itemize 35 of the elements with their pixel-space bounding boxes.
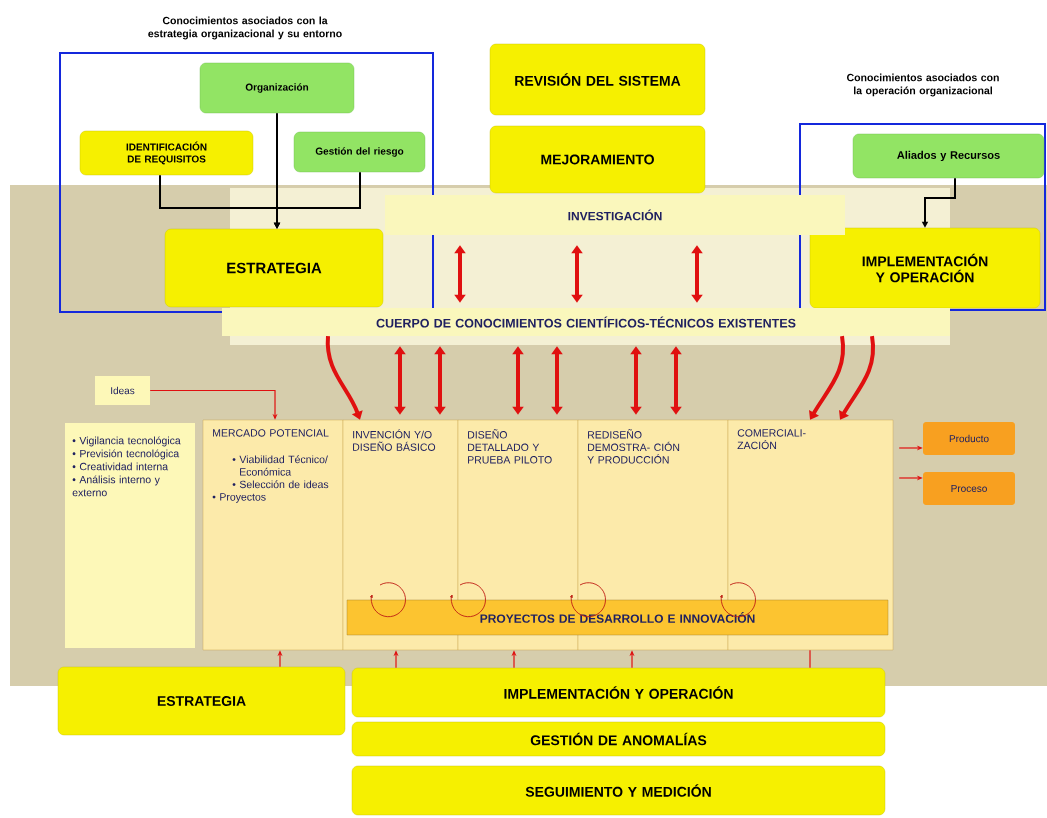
double-arrow (670, 346, 682, 415)
list-box: • Vigilancia tecnológica • Previsión tecnológica • Creatividad interna • Análisis interno y externo (65, 423, 195, 648)
process-box: GESTIÓN DE ANOMALÍAS (351, 721, 886, 757)
band: CUERPO DE CONOCIMIENTOS CIENTÍFICOS-TÉCNICOS EXISTENTES (222, 308, 950, 336)
double-arrow (434, 346, 446, 415)
double-arrow (691, 245, 703, 303)
process-box: ESTRATEGIA (57, 666, 346, 736)
process-column: MERCADO POTENCIAL • Viabilidad Técnico/ Económica • Selección de ideas • Proyectos (202, 419, 344, 651)
process-box: IDENTIFICACIÓN DE REQUISITOS (79, 130, 254, 176)
band: INVESTIGACIÓN (385, 195, 845, 235)
double-arrow (571, 245, 583, 303)
double-arrow (551, 346, 563, 415)
process-box: Aliados y Recursos (852, 133, 1045, 179)
connector-line (809, 649, 811, 669)
idea-box: Ideas (95, 376, 150, 405)
process-box: ESTRATEGIA (164, 228, 384, 308)
double-arrow (454, 245, 466, 303)
process-box: IMPLEMENTACIÓN Y OPERACIÓN (809, 227, 1041, 309)
project-bar: PROYECTOS DE DESARROLLO E INNOVACIÓN (346, 599, 889, 636)
group-heading: Conocimientos asociados con la estrategia organizacional y su entorno (148, 16, 342, 40)
process-box: MEJORAMIENTO (489, 125, 706, 194)
process-box: Gestión del riesgo (293, 131, 426, 173)
process-box: Organización (199, 62, 355, 114)
group-heading: Conocimientos asociados con la operación organizacional (847, 73, 999, 97)
output-box: Proceso (923, 472, 1015, 505)
double-arrow (512, 346, 524, 415)
double-arrow (394, 346, 406, 415)
double-arrow (630, 346, 642, 415)
curved-arrow (809, 335, 845, 420)
process-box: IMPLEMENTACIÓN Y OPERACIÓN (351, 667, 886, 718)
process-box: SEGUIMIENTO Y MEDICIÓN (351, 765, 886, 816)
curved-arrow (839, 335, 875, 420)
curved-arrow (325, 336, 363, 420)
process-box: REVISIÓN DEL SISTEMA (489, 43, 706, 116)
output-box: Producto (923, 422, 1015, 455)
